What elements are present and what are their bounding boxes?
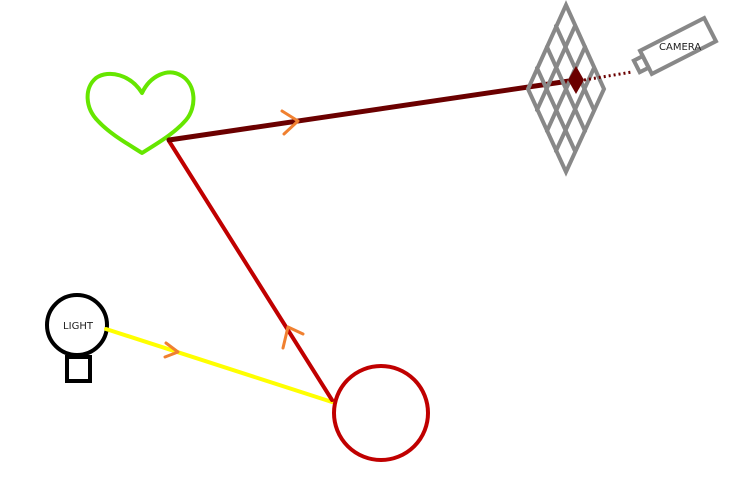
pixel-grid-outline: [525, 0, 607, 177]
light-bulb-globe: [45, 293, 109, 357]
pixel-grid: [525, 0, 607, 177]
light-label: LIGHT: [63, 321, 94, 332]
camera-sight-line: [583, 70, 633, 82]
pixel-grid-line: [545, 45, 587, 133]
camera-ray: [166, 77, 579, 143]
pixel-grid-hit-cell: [568, 66, 584, 94]
sphere-object: [332, 364, 430, 462]
light-bulb-icon: LIGHT: [45, 293, 109, 383]
light-ray-arrowhead: [163, 341, 180, 359]
pixel-grid-line: [554, 66, 596, 153]
camera-label: CAMERA: [659, 42, 701, 53]
bounce-ray-arrowhead: [281, 325, 305, 350]
light-ray: [104, 327, 334, 404]
camera-lens: [631, 53, 652, 75]
light-bulb-base: [65, 355, 92, 383]
pixel-grid-line: [535, 24, 577, 112]
bounce-ray: [167, 139, 334, 402]
heart-object: [85, 70, 196, 155]
camera-ray-arrowhead: [280, 109, 300, 136]
camera-icon: [631, 15, 719, 77]
